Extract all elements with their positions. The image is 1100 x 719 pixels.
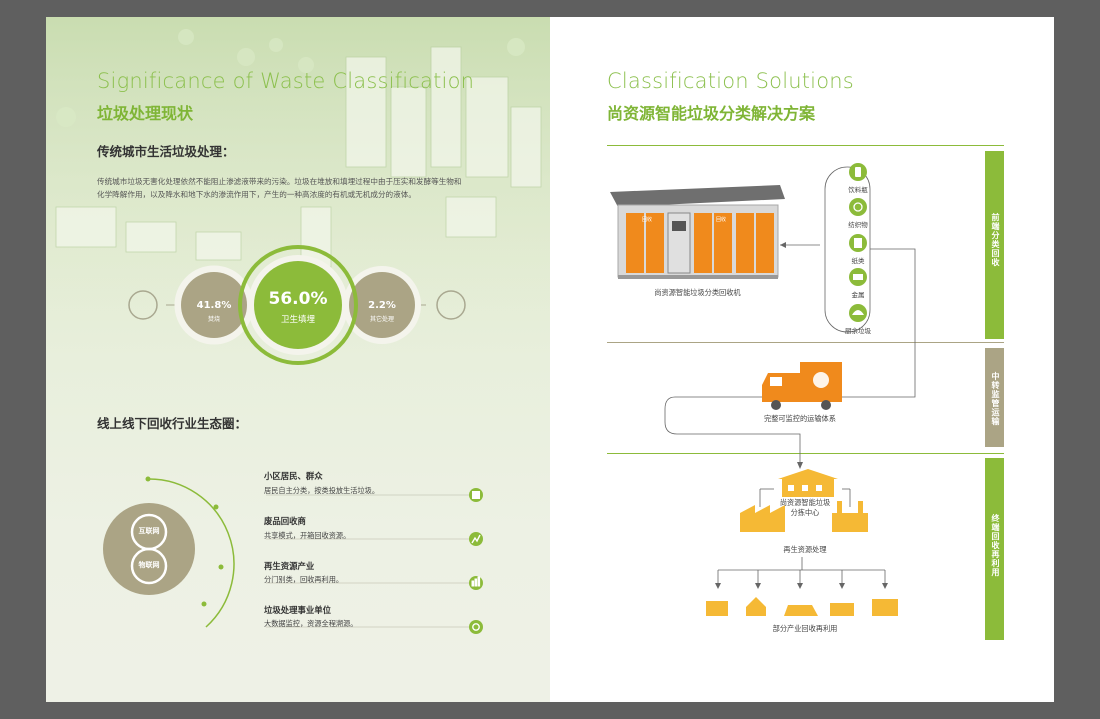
stat-value-3: 2.2%: [368, 300, 396, 311]
section1-heading: 传统城市生活垃圾处理：: [97, 144, 235, 159]
side-label-front: 前端分类回收: [991, 213, 1000, 267]
process-caption: 再生资源处理: [783, 545, 827, 554]
stats-graphic: [128, 245, 466, 365]
category-label-food-waste: 厨余垃圾: [845, 327, 871, 335]
bar-chart-icon: [471, 580, 475, 587]
side-bar-transit: [985, 348, 1004, 447]
machine-screen-label-2: 回收: [715, 217, 726, 223]
food-waste-icon: [852, 310, 864, 315]
industry-5-icon: [872, 599, 898, 616]
machine-caption: 尚资源智能垃圾分类回收机: [654, 288, 741, 297]
stat-label-2: 卫生填埋: [280, 315, 315, 325]
bottle-icon: [855, 167, 861, 177]
ecosystem-diagram: [103, 476, 483, 634]
industry-4-icon: [830, 603, 854, 616]
center-caption-line2: 分拣中心: [790, 508, 820, 517]
category-label-bottle: 饮料瓶: [848, 186, 868, 194]
eco-item-desc-3: 分门别类，回收再利用。: [264, 575, 344, 584]
stat-label-3: 其它处理: [369, 316, 394, 323]
side-bar-terminal: [985, 458, 1004, 640]
right-en-title: Classification Solutions: [607, 69, 854, 93]
section2-heading: 线上线下回收行业生态圈：: [97, 416, 248, 431]
stat-label-1: 焚烧: [207, 316, 220, 323]
trend-icon: [471, 534, 481, 544]
section-divider-1: [607, 145, 1004, 146]
right-page: Classification Solutions 尚资源智能垃圾分类解决方案 前…: [550, 17, 1054, 702]
truck-caption: 完整可监控的运输体系: [764, 414, 836, 423]
eco-item-desc-4: 大数据监控，资源全程溯源。: [264, 619, 358, 628]
stat-value-1: 41.8%: [196, 300, 232, 311]
category-label-paper: 纸类: [851, 257, 865, 265]
stat-value-2: 56.0%: [268, 289, 328, 309]
side-bar-front: [985, 151, 1004, 339]
industry-caption: 部分产业回收再利用: [772, 624, 838, 633]
truck-icon: [762, 362, 842, 410]
side-label-transit: 中转监管运输: [991, 372, 1000, 426]
eco-item-title-4: 垃圾处理事业单位: [264, 605, 331, 615]
industry-2-icon: [746, 597, 766, 616]
section-divider-2: [607, 342, 1004, 343]
eco-item-title-2: 废品回收商: [264, 516, 306, 526]
machine-screen-label-1: 回收: [641, 217, 652, 223]
industry-1-icon: [706, 601, 728, 616]
left-page: Significance of Waste Classification 垃圾处…: [46, 17, 550, 702]
side-label-terminal: 终端回收再利用: [991, 514, 1000, 577]
category-label-textile: 纺织物: [848, 221, 868, 229]
right-cn-title: 尚资源智能垃圾分类解决方案: [607, 104, 816, 123]
section1-paragraph: 传统城市垃圾无害化处理依然不能阻止渗滤液带来的污染。垃圾在堆放和填埋过程中由于压…: [97, 177, 462, 199]
paper-icon: [854, 238, 862, 248]
left-cn-title: 垃圾处理现状: [97, 104, 194, 123]
eco-item-desc-2: 共享模式，开箱回收资源。: [264, 531, 351, 540]
eco-label-iot: 物联网: [138, 561, 160, 569]
grid-icon: [472, 491, 476, 495]
factory-right-icon: [832, 501, 868, 532]
metal-icon: [853, 274, 863, 280]
sorting-center-icon: [778, 469, 838, 497]
eco-item-title-3: 再生资源产业: [264, 561, 315, 571]
eco-item-title-1: 小区居民、群众: [264, 471, 323, 481]
section-divider-3: [607, 453, 1004, 454]
solution-flow-diagram: [610, 163, 916, 616]
recycling-machine-illustration: [610, 185, 785, 279]
industry-3-icon: [784, 605, 818, 616]
circle-icon: [472, 623, 480, 631]
textile-icon: [853, 202, 863, 212]
category-label-metal: 金属: [851, 291, 865, 299]
factory-left-icon: [740, 505, 785, 532]
eco-item-desc-1: 居民自主分类，按类投放生活垃圾。: [264, 486, 380, 495]
center-caption-line1: 尚资源智能垃圾: [779, 498, 831, 507]
left-en-title: Significance of Waste Classification: [97, 69, 475, 93]
eco-label-internet: 互联网: [138, 527, 160, 535]
